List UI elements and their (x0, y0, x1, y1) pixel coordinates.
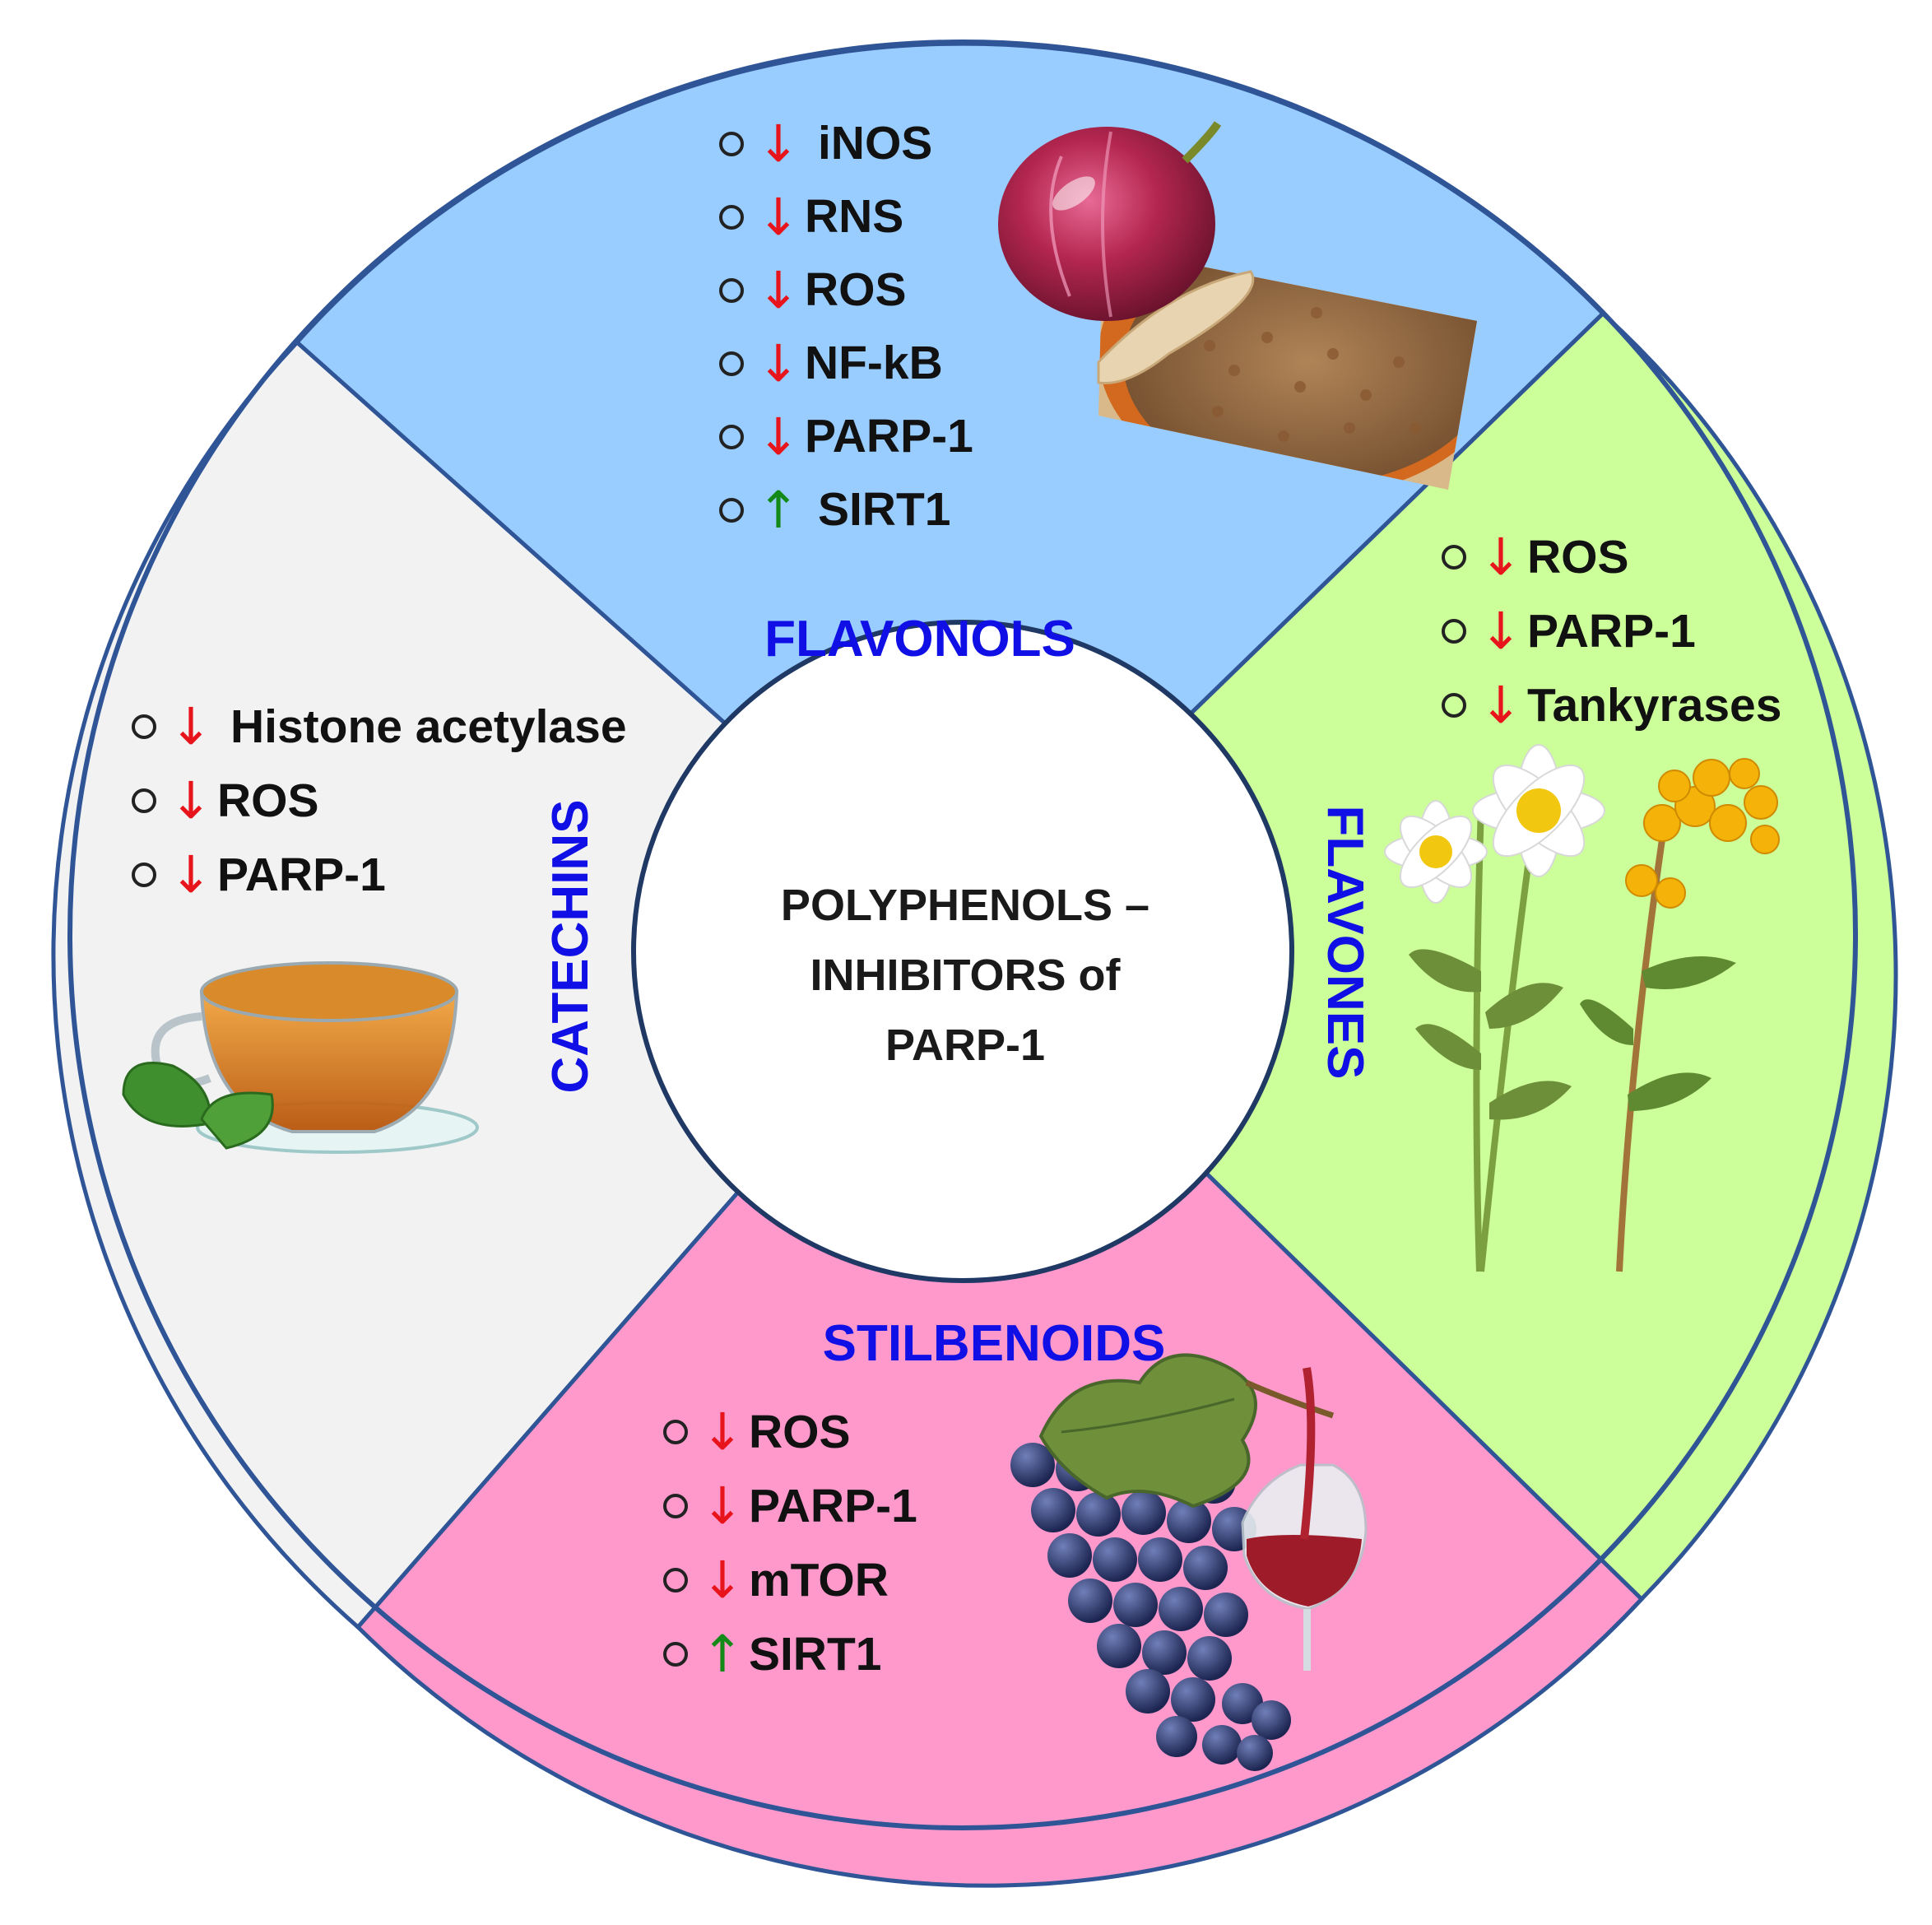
down-arrow-icon: ↓ (1479, 527, 1522, 587)
down-arrow-icon: ↓ (701, 1550, 744, 1610)
catechins-effect-ros: ↓ROS (132, 764, 627, 838)
stilbenoids-effect-ros: ↓ROS (663, 1395, 917, 1469)
down-arrow-icon: ↓ (701, 1402, 744, 1462)
grapes-wine-image (1010, 1353, 1368, 1771)
flavones-effect-parp1: ↓PARP-1 (1442, 594, 1781, 668)
center-title-line-1: POLYPHENOLS – (781, 881, 1149, 930)
effect-label: NF-kB (804, 337, 943, 389)
bullet-icon (719, 204, 744, 230)
stilbenoids-effects-list: ↓ROS ↓PARP-1 ↓mTOR ↑SIRT1 (663, 1395, 917, 1691)
down-arrow-icon: ↓ (757, 259, 800, 320)
stilbenoids-label: STILBENOIDS (823, 1315, 1166, 1372)
bullet-icon (132, 863, 156, 887)
tea-cup-image (122, 961, 479, 1154)
catechins-effects-list: ↓Histone acetylase ↓ROS ↓PARP-1 (132, 690, 627, 912)
down-arrow-icon: ↓ (757, 406, 800, 467)
flavones-effects-list: ↓ROS ↓PARP-1 ↓Tankyrases (1442, 520, 1781, 742)
effect-label: mTOR (748, 1554, 889, 1606)
flavonols-effect-rns: ↓RNS (719, 180, 973, 253)
bullet-icon (719, 131, 744, 156)
center-circle (631, 620, 1294, 1283)
bullet-icon (663, 1420, 688, 1444)
effect-label: SIRT1 (817, 483, 951, 536)
up-arrow-icon: ↑ (701, 1624, 744, 1684)
sector-catechins (51, 339, 966, 1630)
catechins-effect-histone-acetylase: ↓ Histone acetylase (132, 690, 627, 764)
effect-label: Histone acetylase (230, 700, 627, 753)
flavones-effect-ros: ↓ROS (1442, 520, 1781, 594)
bullet-icon (663, 1568, 688, 1593)
outer-ring (67, 40, 1858, 1830)
effect-label: ROS (804, 263, 907, 316)
flavonols-effect-inos: ↓ iNOS (719, 107, 973, 180)
flavonols-effect-nfkb: ↓NF-kB (719, 327, 973, 400)
flavones-effect-tankyrases: ↓Tankyrases (1442, 668, 1781, 742)
bullet-icon (719, 351, 744, 376)
effect-label: ROS (216, 774, 319, 827)
down-arrow-icon: ↓ (170, 696, 212, 756)
effect-label: iNOS (817, 117, 933, 170)
bullet-icon (663, 1642, 688, 1667)
effect-label: ROS (1526, 531, 1629, 584)
bullet-icon (1442, 545, 1466, 570)
effect-label: RNS (804, 190, 904, 243)
effect-label: PARP-1 (804, 410, 973, 463)
down-arrow-icon: ↓ (1479, 601, 1522, 661)
up-arrow-icon: ↑ (757, 479, 800, 540)
flavonols-effects-list: ↓iNOS ↓RNS ↓ROS ↓NF-kB ↓PARP-1 ↑SIRT1 (719, 107, 973, 546)
flavonols-effect-parp1: ↓PARP-1 (719, 400, 973, 473)
effect-label: ROS (748, 1406, 851, 1458)
effect-label: PARP-1 (748, 1480, 917, 1532)
bullet-icon (719, 497, 744, 523)
center-title-line-2: INHIBITORS of (810, 951, 1122, 1000)
down-arrow-icon: ↓ (1479, 675, 1522, 735)
down-arrow-icon: ↓ (757, 113, 800, 174)
stilbenoids-effect-parp1: ↓PARP-1 (663, 1469, 917, 1543)
bullet-icon (132, 788, 156, 813)
bullet-icon (719, 277, 744, 303)
down-arrow-icon: ↓ (170, 844, 212, 904)
flavonols-effect-ros: ↓ROS (719, 253, 973, 327)
effect-label: SIRT1 (748, 1628, 882, 1681)
catechins-label: CATECHINS (542, 799, 599, 1093)
bullet-icon (132, 714, 156, 739)
effect-label: PARP-1 (1526, 605, 1696, 658)
bullet-icon (1442, 693, 1466, 718)
flavonols-label: FLAVONOLS (764, 611, 1075, 667)
flavonols-effect-sirt1: ↑ SIRT1 (719, 473, 973, 546)
chamomile-tansy-image (1384, 744, 1780, 1272)
effect-label: Tankyrases (1526, 679, 1782, 732)
bullet-icon (1442, 619, 1466, 644)
stilbenoids-effect-sirt1: ↑SIRT1 (663, 1617, 917, 1691)
down-arrow-icon: ↓ (170, 770, 212, 830)
center-title-line-3: PARP-1 (885, 1021, 1045, 1070)
down-arrow-icon: ↓ (757, 332, 800, 393)
flavones-label: FLAVONES (1317, 806, 1373, 1080)
catechins-effect-parp1: ↓PARP-1 (132, 838, 627, 912)
bullet-icon (663, 1494, 688, 1518)
effect-label: PARP-1 (216, 849, 386, 901)
stilbenoids-effect-mtor: ↓mTOR (663, 1543, 917, 1617)
bullet-icon (719, 424, 744, 449)
down-arrow-icon: ↓ (757, 186, 800, 247)
down-arrow-icon: ↓ (701, 1476, 744, 1536)
